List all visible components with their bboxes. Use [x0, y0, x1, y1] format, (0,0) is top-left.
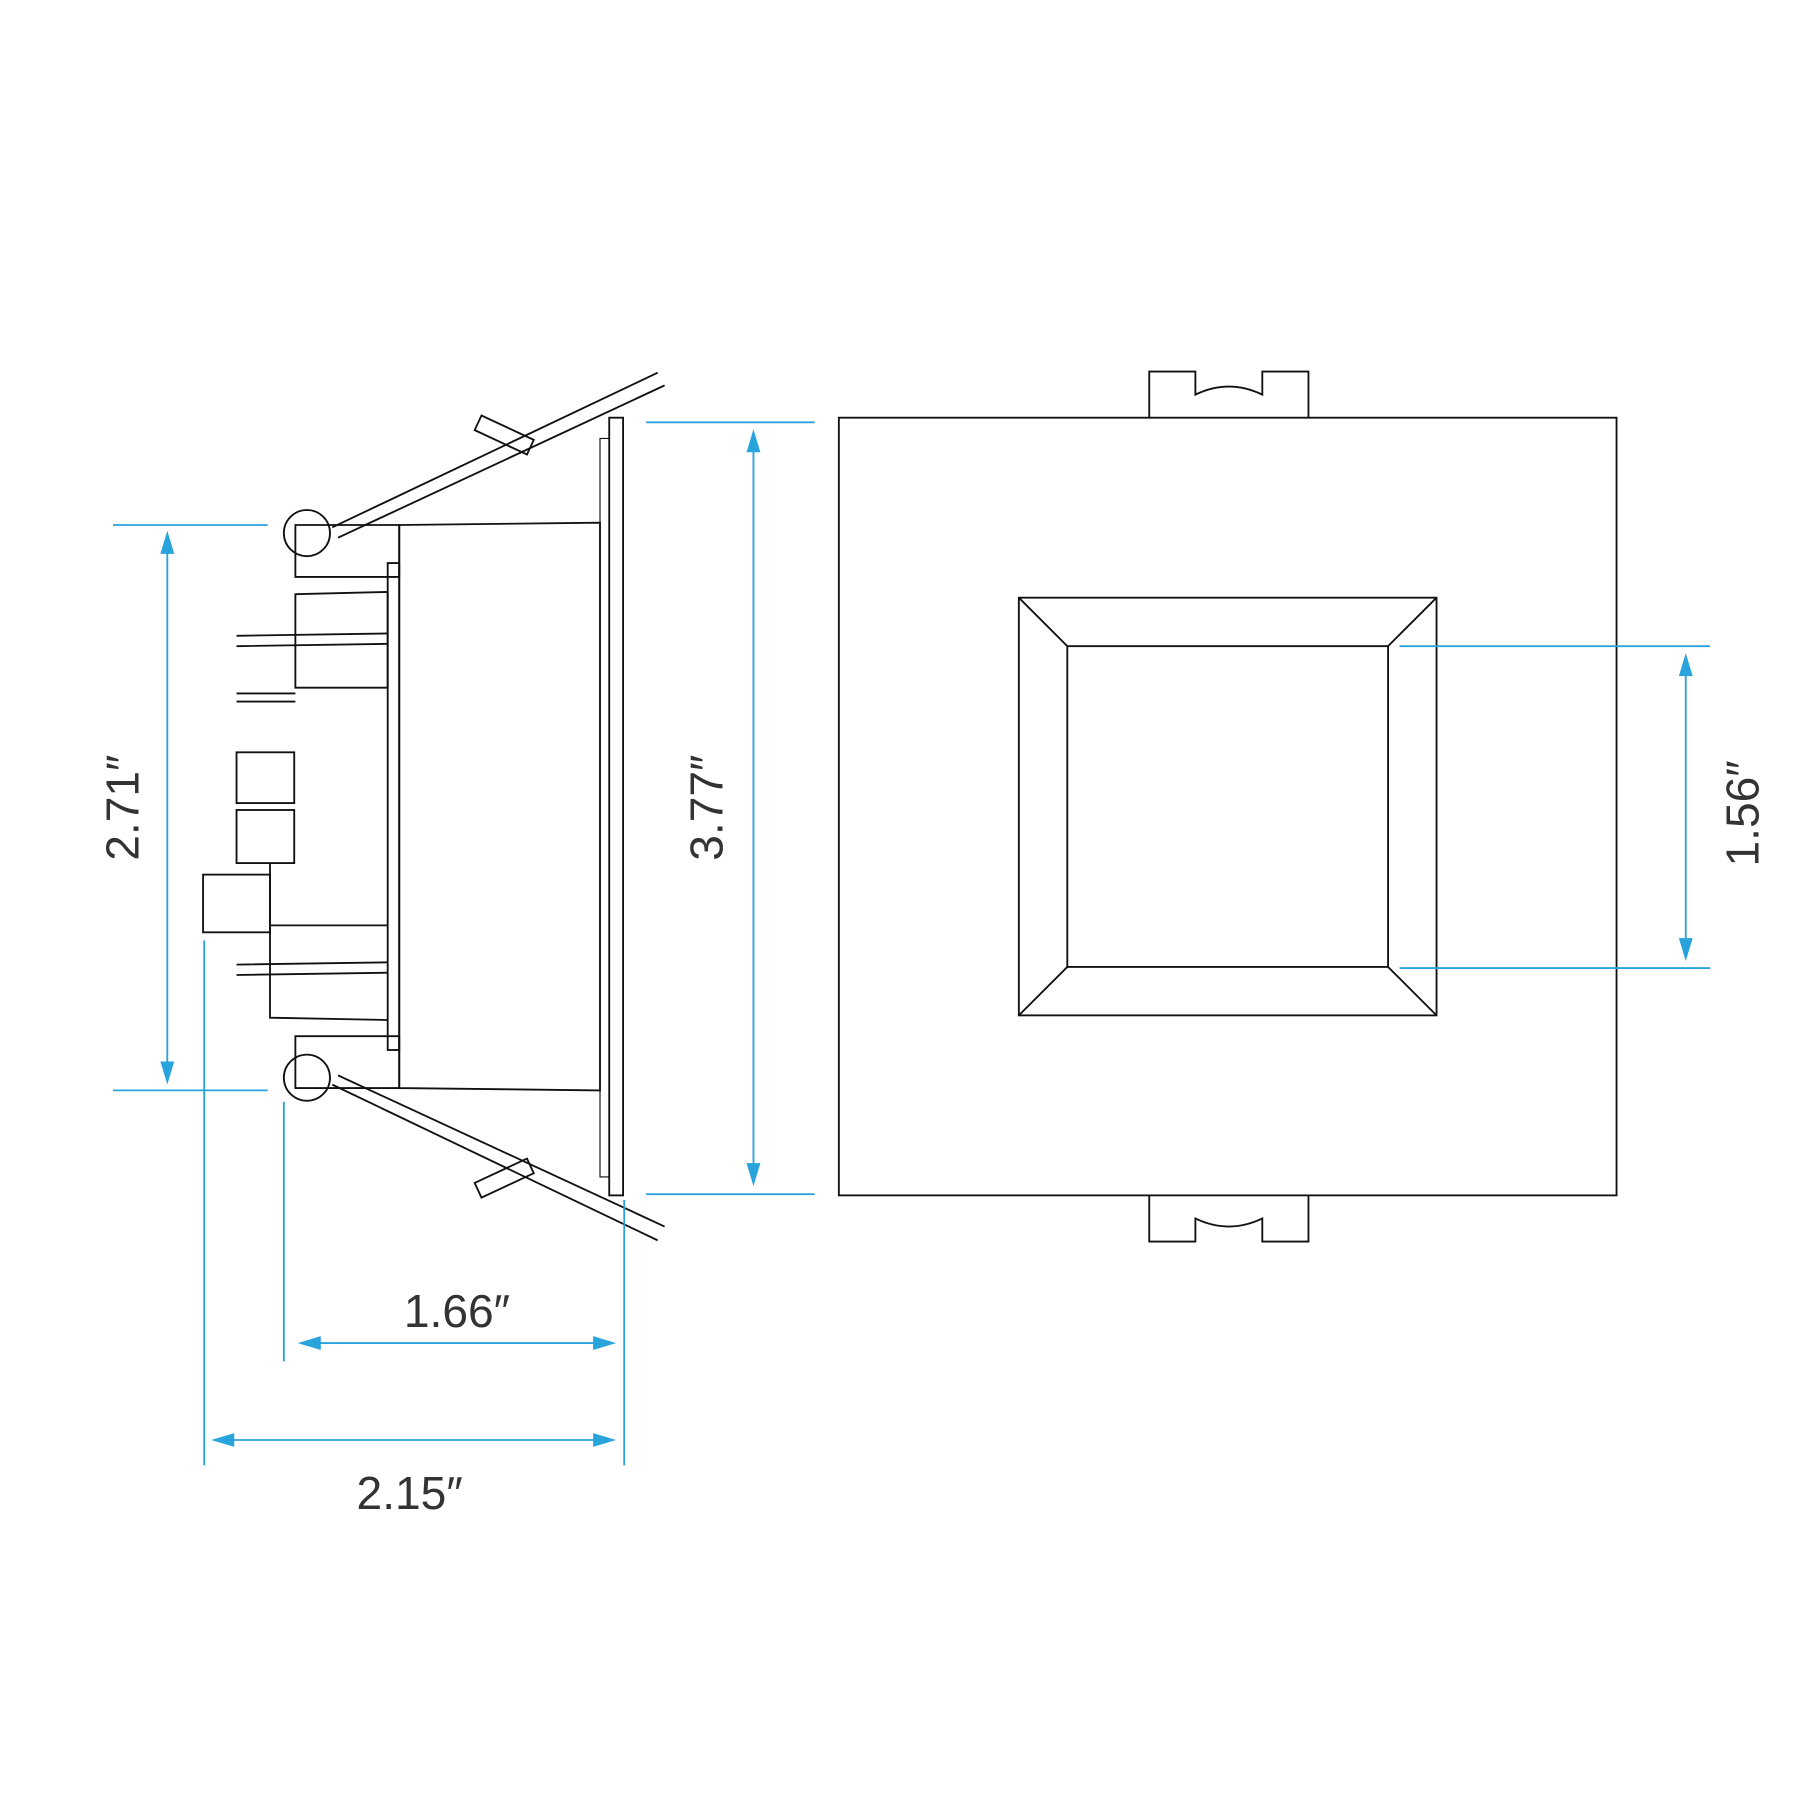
dimension-2-15: 2.15″ — [203, 940, 617, 1519]
front-view — [837, 370, 1618, 1243]
dim-label-1-66: 1.66″ — [404, 1285, 510, 1337]
dimension-3-77: 3.77″ — [646, 421, 815, 1196]
dim-label-2-15: 2.15″ — [357, 1467, 463, 1519]
dim-label-1-56: 1.56″ — [1716, 760, 1768, 866]
dimension-1-56: 1.56″ — [1399, 645, 1768, 969]
dimension-2-71: 2.71″ — [96, 524, 268, 1092]
dimension-1-66: 1.66″ — [282, 1101, 626, 1466]
dim-label-3-77: 3.77″ — [680, 755, 732, 861]
dim-label-2-71: 2.71″ — [96, 755, 148, 861]
side-view — [202, 371, 666, 1242]
